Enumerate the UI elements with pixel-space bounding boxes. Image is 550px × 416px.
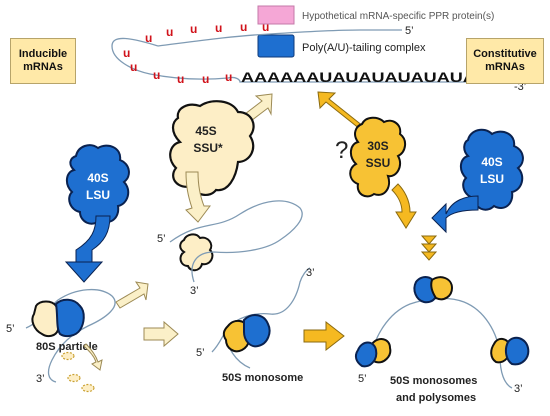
m50s-label: 50S monosome: [222, 372, 303, 384]
u-mark: u: [130, 60, 137, 74]
legend-ppr-swatch: [257, 5, 295, 25]
u-mark: u: [202, 72, 209, 86]
dashed-ellipse: [61, 351, 75, 361]
mrna-top-strand: [157, 29, 402, 47]
ssu45-down-arrow: [185, 171, 211, 223]
u-mark: u: [225, 70, 232, 84]
u-mark: u: [153, 68, 160, 82]
ssu30-shape: [349, 116, 406, 198]
ssu45-line1: 45S: [195, 124, 216, 138]
poly-label-line1: 50S monosomes: [390, 375, 477, 387]
u-mark: u: [166, 25, 173, 39]
dashed-ellipse: [81, 383, 95, 393]
lsu-right-line2: LSU: [480, 172, 504, 186]
inducible-mrnas-box: Inducible mRNAs: [10, 38, 76, 84]
constitutive-mrnas-box: Constitutive mRNAs: [466, 38, 544, 84]
ssu45-shape: [169, 100, 255, 196]
poly-top-yellow: [430, 276, 454, 301]
poly-five-prime: 5’: [358, 373, 367, 385]
legend-tailing-swatch: [257, 34, 295, 58]
to-50s-arrow: [143, 320, 179, 348]
poly-label-line2: and polysomes: [396, 392, 476, 404]
mid-three-prime: 3’: [190, 285, 199, 297]
poly-three-prime: 3’: [514, 383, 523, 395]
to-80s-arrow: [115, 281, 149, 309]
p80s-label: 80S particle: [36, 341, 98, 353]
constitutive-mrnas-label: Constitutive mRNAs: [473, 48, 537, 73]
m50s-three-prime: 3’: [306, 267, 315, 279]
lsu-left-line2: LSU: [86, 188, 110, 202]
mid-five-prime: 5’: [157, 233, 166, 245]
lsu-right-shape: [460, 128, 524, 211]
to-polysome-arrow: [303, 320, 345, 352]
dissociation-arrow: [83, 343, 103, 371]
mid-ssu-shape: [179, 233, 214, 272]
u-mark: u: [145, 31, 152, 45]
p80s-five-prime: 5’: [6, 323, 15, 335]
question-mark: ?: [335, 137, 348, 164]
mrna-tail: AAAAAAUAUAUAUAUAUAUAU: [241, 69, 515, 85]
p80s-mrna: [25, 289, 116, 383]
u-mark: u: [190, 22, 197, 36]
u-mark: u: [240, 20, 247, 34]
mrna-loop: [111, 37, 538, 83]
u-marks: u u u u u u u u u u u u: [123, 20, 269, 86]
ssu30-arrow: [391, 183, 417, 229]
legend-ppr-label: Hypothetical mRNA-specific PPR protein(s…: [302, 11, 494, 22]
poly-mrna: [369, 297, 513, 389]
lsu-left-line1: 40S: [87, 171, 108, 185]
u-mark: u: [215, 21, 222, 35]
p80s-three-prime: 3’: [36, 373, 45, 385]
lsu-left-shape: [66, 144, 130, 225]
u-mark: u: [177, 72, 184, 86]
poly-left-blue: [354, 341, 378, 368]
poly-right-blue: [504, 336, 530, 366]
inducible-mrnas-label: Inducible mRNAs: [18, 48, 68, 73]
mrna-five-prime: 5’: [405, 25, 414, 37]
u-mark: u: [123, 46, 130, 60]
dashed-ellipse: [67, 373, 81, 383]
chevron-stack: [420, 235, 438, 261]
m50s-five-prime: 5’: [196, 347, 205, 359]
m50s-blue: [243, 314, 271, 348]
mid-mrna-line: [169, 200, 303, 283]
ssu45-line2: SSU*: [193, 141, 223, 155]
lsu-right-arrow: [431, 195, 479, 234]
lsu-right-line1: 40S: [481, 155, 502, 169]
mrna-three-prime: -3’: [514, 81, 526, 93]
ssu30-line2: SSU: [366, 156, 391, 170]
p80s-lsu: [54, 298, 85, 338]
ssu30-line1: 30S: [367, 139, 388, 153]
lsu-left-arrowhead: [64, 261, 104, 283]
legend-tailing-label: Poly(A/U)-tailing complex: [302, 42, 426, 54]
u-mark: u: [262, 20, 269, 34]
